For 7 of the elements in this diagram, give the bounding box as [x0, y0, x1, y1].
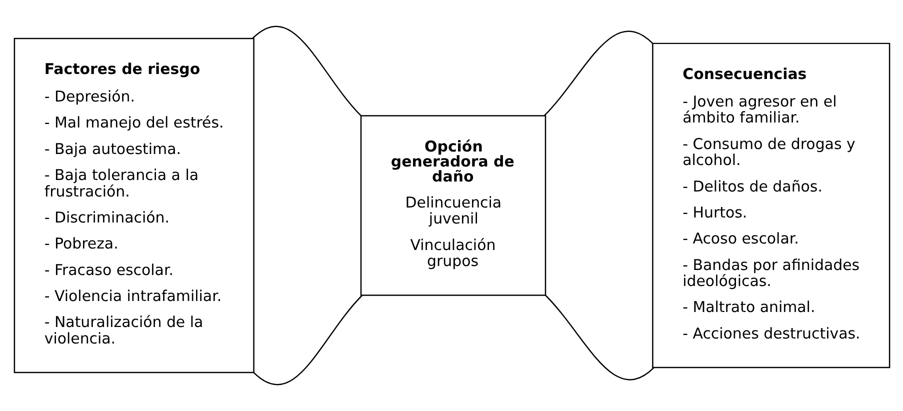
connector	[543, 31, 653, 116]
connector	[252, 26, 361, 116]
connector	[252, 294, 362, 385]
node-box: Consecuencias - Joven agresor en el ámbito familiar. - Consumo de drogas y alcohol. - Delitos de daños. - Hurtos. - Acoso escolar. - Bandas por afinidades ideológicas. - Maltrato animal. - Acciones destructivas.	[652, 42, 890, 368]
node-box: Factores de riesgo - Depresión. - Mal manejo del estrés. - Baja autoestima. - Baja tolerancia a la frustración. - Discriminación. - Pobreza. - Fracaso escolar. - Violencia intrafamiliar. - Naturalización de la violencia.	[13, 38, 254, 374]
connector	[544, 294, 654, 380]
node-box: Opción generadora de daño Delincuencia juvenil Vinculación grupos	[360, 115, 546, 296]
